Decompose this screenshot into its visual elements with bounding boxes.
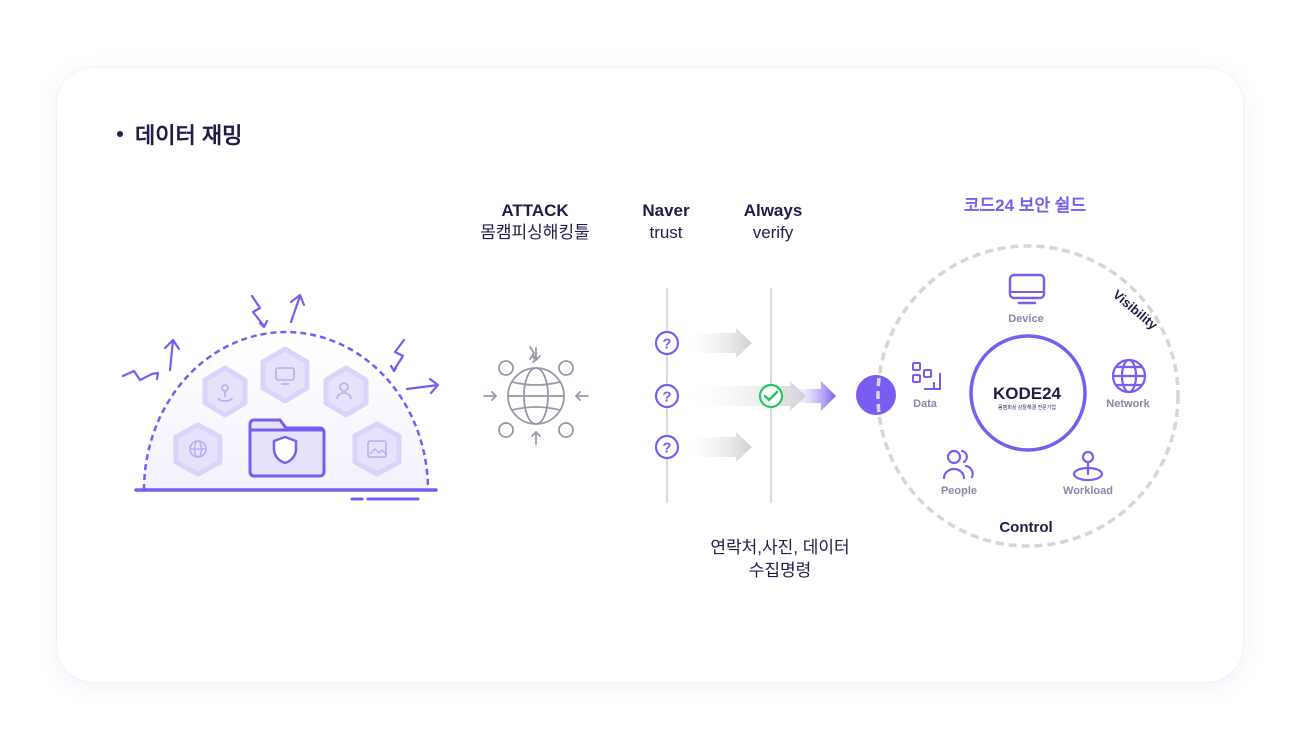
bullet-dot [117, 131, 123, 137]
hexagon-globe-icon [173, 422, 223, 477]
caption-line-1: 연락처,사진, 데이터 [710, 538, 850, 557]
workload-node: Workload [1063, 450, 1113, 497]
people-icon [942, 449, 974, 480]
hexagon-monitor-icon [260, 346, 310, 404]
network-node: Network [1106, 358, 1151, 410]
arrow-up-top [289, 294, 302, 324]
command-caption: 연락처,사진, 데이터 수집명령 [680, 536, 880, 582]
zigzag-arrow-left [121, 369, 154, 382]
request-row-2: ? [654, 381, 836, 411]
security-shield-ring: KODE24 몸캠피싱 강탈해결 전문기업 Visibility Control… [876, 244, 1180, 548]
always-verify-label: Always verify [725, 200, 821, 244]
zigzag-arrow-top-head [258, 319, 269, 329]
zigzag-arrow-left-head [150, 371, 160, 381]
question-icon [654, 330, 680, 356]
core-circle [969, 334, 1087, 452]
dome-illustration [121, 293, 440, 501]
attack-subtitle: 몸캠피싱해킹툴 [480, 223, 590, 242]
arrow-right [405, 383, 440, 391]
attack-network-globe-icon [483, 346, 589, 445]
dome-dashed-outline [142, 330, 430, 491]
check-circle-icon [758, 383, 784, 409]
people-node: People [941, 449, 977, 497]
always-subtitle: verify [752, 223, 794, 242]
arrow-right-head [428, 377, 440, 395]
visibility-label: Visibility [1110, 287, 1161, 333]
data-label: Data [913, 398, 938, 410]
globe-icon [1111, 358, 1147, 394]
gray-arrow [680, 432, 752, 462]
shield-entry-dot [856, 375, 896, 415]
shield-title: 코드24 보안 쉴드 [963, 196, 1087, 215]
data-node: Data [912, 362, 941, 410]
section-title: 데이터 재밍 [135, 123, 243, 148]
naver-subtitle: trust [649, 223, 683, 242]
question-mark: ? [662, 336, 671, 353]
zigzag-arrow-right-head [389, 364, 398, 373]
caption-line-2: 수집명령 [748, 561, 812, 580]
shield-folder-icon [248, 418, 326, 478]
hexagon-image-icon [352, 421, 402, 477]
attack-label: ATTACK 몸캠피싱해킹툴 [460, 200, 610, 244]
hexagon-location-icon [202, 365, 248, 418]
gray-arrow [680, 328, 752, 358]
section-heading: 데이터 재밍 [117, 118, 242, 150]
question-mark: ? [662, 440, 671, 457]
attack-arrows [121, 293, 440, 395]
arrow-up-top-head [289, 293, 306, 307]
zigzag-arrow-top [250, 294, 266, 328]
kode24-logo: KODE24 [993, 384, 1062, 403]
hexagon-people-icon [323, 365, 369, 418]
data-blocks-icon [912, 362, 941, 390]
request-row-3: ? [654, 432, 752, 462]
people-label: People [941, 485, 977, 497]
network-label: Network [1106, 398, 1150, 410]
purple-arrow [785, 381, 836, 411]
question-mark: ? [662, 389, 671, 406]
naver-trust-label: Naver trust [620, 200, 712, 244]
workload-label: Workload [1063, 485, 1113, 497]
outer-dashed-ring [876, 244, 1180, 548]
always-title: Always [743, 201, 803, 220]
control-label: Control [999, 519, 1052, 536]
request-row-1: ? [654, 328, 752, 358]
arrow-up-left-head [163, 338, 181, 351]
attack-title: ATTACK [501, 201, 569, 220]
question-icon [654, 434, 680, 460]
check-mark [763, 390, 779, 402]
device-label: Device [1008, 313, 1043, 325]
zigzag-arrow-right [392, 338, 406, 372]
question-icon [654, 383, 680, 409]
naver-title: Naver [642, 201, 690, 220]
device-node: Device [1008, 273, 1046, 325]
kode24-logo-subtext: 몸캠피싱 강탈해결 전문기업 [998, 404, 1056, 411]
monitor-icon [1008, 273, 1046, 300]
arrow-up-left [168, 338, 175, 372]
workload-pin-icon [1072, 450, 1104, 482]
